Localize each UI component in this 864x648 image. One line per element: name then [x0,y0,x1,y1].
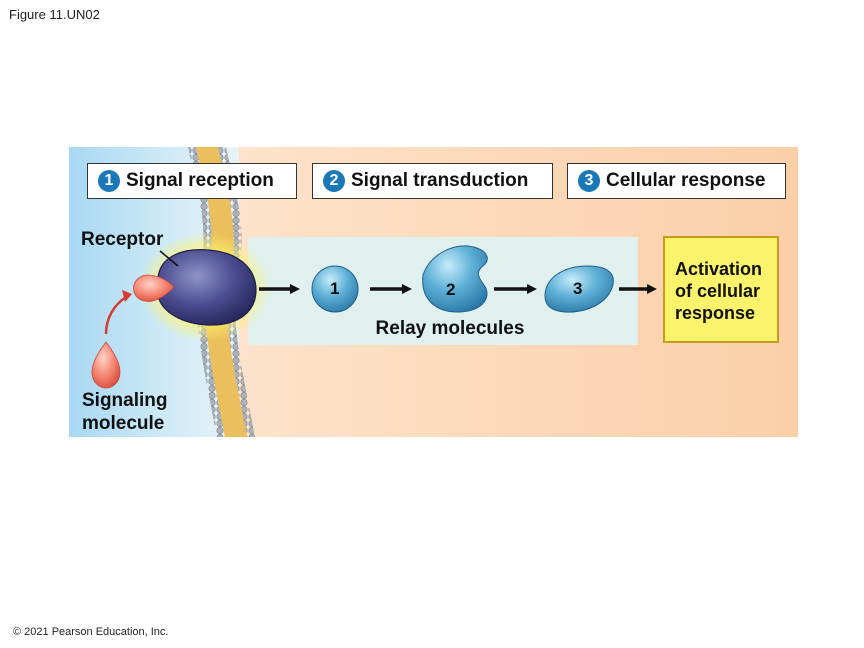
binding-arrow-head [122,290,132,302]
cellular-response-box: Activation of cellular response [663,236,779,343]
copyright-notice: © 2021 Pearson Education, Inc. [13,626,169,638]
bound-signal-molecule [133,274,175,302]
step-number-badge: 3 [578,170,600,192]
response-line2: of cellular [675,281,761,301]
figure-label: Figure 11.UN02 [9,7,100,22]
binding-arrow [104,295,127,335]
step-cellular-response: 3 Cellular response [567,163,786,199]
step-number-badge: 2 [323,170,345,192]
step-label: Cellular response [606,170,766,191]
receptor-label: Receptor [81,229,164,250]
step-label: Signal transduction [351,170,529,191]
relay-number-1: 1 [330,279,340,298]
signaling-molecule-label-line1: Signaling [82,390,168,411]
step-signal-reception: 1 Signal reception [87,163,297,199]
relay-molecule-1 [311,265,359,313]
step-number-badge: 1 [98,170,120,192]
relay-molecules-label: Relay molecules [375,318,525,339]
response-line1: Activation [675,259,763,279]
relay-number-3: 3 [573,279,583,298]
signaling-molecule-label-line2: molecule [82,413,165,434]
relay-molecule-3 [544,265,614,313]
step-signal-transduction: 2 Signal transduction [312,163,553,199]
response-line3: response [675,303,756,323]
relay-molecule-2 [422,245,488,313]
free-signal-molecule [91,341,121,389]
relay-number-2: 2 [446,280,456,299]
step-label: Signal reception [126,170,274,191]
receptor-pointer [159,250,179,267]
